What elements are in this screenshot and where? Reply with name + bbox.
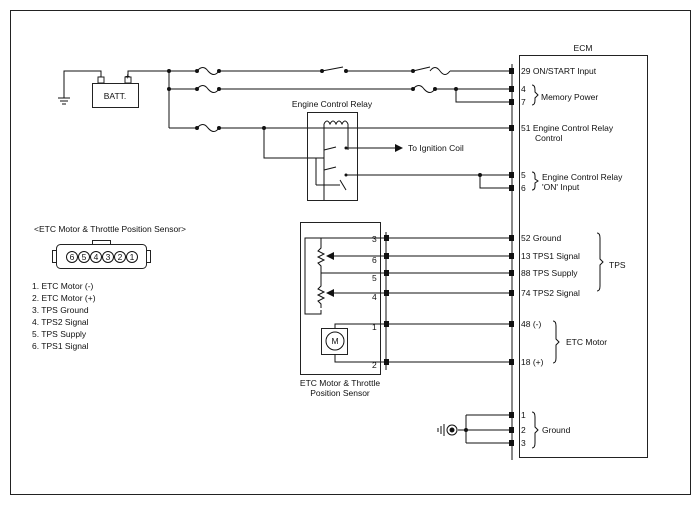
engine-control-relay bbox=[307, 112, 480, 201]
brace-ground bbox=[531, 411, 539, 449]
connector-legend: 1. ETC Motor (-) 2. ETC Motor (+) 3. TPS… bbox=[32, 281, 96, 351]
to-ignition-label: To Ignition Coil bbox=[408, 143, 464, 153]
brace-tps bbox=[596, 232, 604, 292]
connector-pin-number: 3 bbox=[106, 252, 111, 262]
connector-pin-number: 4 bbox=[94, 252, 99, 262]
relay-on-label-1: Engine Control Relay bbox=[542, 172, 623, 182]
connector-title: <ETC Motor & Throttle Position Sensor> bbox=[34, 224, 186, 234]
wire-on-start bbox=[169, 66, 512, 75]
sensor-pin-6: 6 bbox=[372, 255, 377, 265]
wire-relay-control bbox=[169, 124, 512, 159]
legend-item: 6. TPS1 Signal bbox=[32, 341, 89, 351]
connector-face: 6 5 4 3 2 1 bbox=[52, 240, 151, 269]
brace-etc-motor bbox=[552, 320, 560, 364]
legend-item: 4. TPS2 Signal bbox=[32, 317, 89, 327]
sensor-caption-2: Position Sensor bbox=[310, 388, 370, 398]
pin-6-label: 6 bbox=[521, 183, 526, 193]
pin-on-start-label: 29 ON/START Input bbox=[521, 66, 597, 76]
pin-5-label: 5 bbox=[521, 170, 526, 180]
sensor-pin-2: 2 bbox=[372, 360, 377, 370]
pin-52-label: 52 Ground bbox=[521, 233, 561, 243]
legend-item: 3. TPS Ground bbox=[32, 305, 89, 315]
wire-relay-on-input bbox=[478, 173, 512, 189]
pin-18-label: 18 (+) bbox=[521, 357, 544, 367]
power-bus bbox=[127, 69, 171, 128]
wire-memory-power bbox=[169, 85, 512, 103]
battery-label: BATT. bbox=[104, 91, 127, 101]
sensor-pin-5: 5 bbox=[372, 273, 377, 283]
ground-pin-2: 2 bbox=[521, 425, 526, 435]
sensor-pin-3: 3 bbox=[372, 234, 377, 244]
pin-13-label: 13 TPS1 Signal bbox=[521, 251, 580, 261]
pin-51-label-1: 51 Engine Control Relay bbox=[521, 123, 614, 133]
ecm-pin-markers bbox=[384, 68, 514, 446]
legend-item: 5. TPS Supply bbox=[32, 329, 87, 339]
connector-pin-number: 1 bbox=[130, 252, 135, 262]
connector-pin-circle bbox=[78, 251, 90, 263]
legend-item: 1. ETC Motor (-) bbox=[32, 281, 94, 291]
connector-pin-circle bbox=[66, 251, 78, 263]
battery-neg-label: - bbox=[98, 71, 101, 81]
tps-group-label: TPS bbox=[609, 260, 626, 270]
etc-motor-group-label: ETC Motor bbox=[566, 337, 607, 347]
connector-pin-number: 6 bbox=[70, 252, 75, 262]
ground-group-label: Ground bbox=[542, 425, 571, 435]
connector-pin-number: 5 bbox=[82, 252, 87, 262]
battery: BATT. - + bbox=[92, 71, 139, 108]
wire-ecm-ground bbox=[437, 414, 512, 444]
pin-51-label-2: Control bbox=[535, 133, 563, 143]
connector-pin-circle bbox=[114, 251, 126, 263]
connector-pin-circle bbox=[126, 251, 138, 263]
brace-memory-power bbox=[531, 84, 539, 106]
wire-sensor-to-ecm bbox=[386, 237, 512, 363]
memory-power-label: Memory Power bbox=[541, 92, 598, 102]
pin-7-label: 7 bbox=[521, 97, 526, 107]
legend-item: 2. ETC Motor (+) bbox=[32, 293, 96, 303]
motor-symbol: M bbox=[331, 336, 338, 346]
connector-pin-number: 2 bbox=[118, 252, 123, 262]
sensor-pin-4: 4 bbox=[372, 292, 377, 302]
battery-ground bbox=[58, 70, 102, 105]
relay-on-label-2: 'ON' Input bbox=[542, 182, 580, 192]
ecm-box bbox=[519, 55, 648, 458]
sensor-caption-1: ETC Motor & Throttle bbox=[300, 378, 380, 388]
ecm-title: ECM bbox=[574, 43, 593, 53]
to-ignition-arrow bbox=[378, 144, 403, 152]
brace-relay-on bbox=[531, 171, 539, 191]
pin-74-label: 74 TPS2 Signal bbox=[521, 288, 580, 298]
ground-pin-1: 1 bbox=[521, 410, 526, 420]
ground-pin-3: 3 bbox=[521, 438, 526, 448]
pin-48-label: 48 (-) bbox=[521, 319, 541, 329]
relay-title: Engine Control Relay bbox=[292, 99, 373, 109]
connector-pin-circle bbox=[102, 251, 114, 263]
sensor-pin-1: 1 bbox=[372, 322, 377, 332]
pin-88-label: 88 TPS Supply bbox=[521, 268, 578, 278]
pin-4-label: 4 bbox=[521, 84, 526, 94]
connector-pin-circle bbox=[90, 251, 102, 263]
diagram-frame bbox=[10, 10, 691, 495]
